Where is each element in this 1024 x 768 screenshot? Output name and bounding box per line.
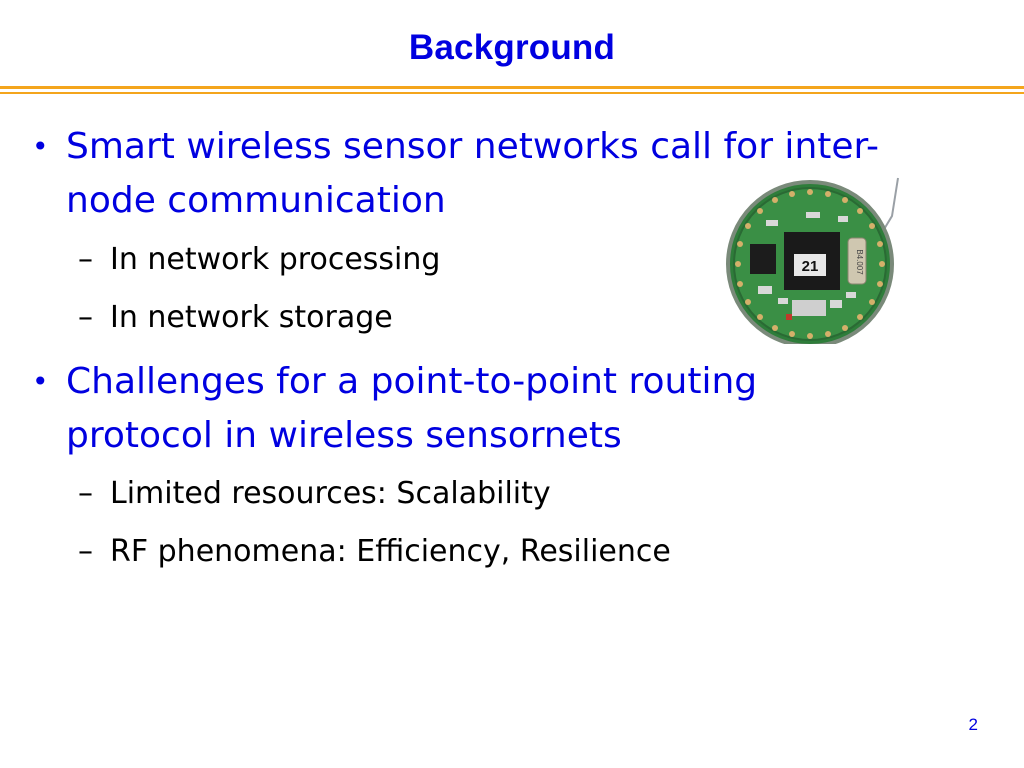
sub-bullet-marker: – <box>78 534 93 569</box>
crystal-label: B4.007 <box>855 249 864 275</box>
sub-item-rf-phenomena: RF phenomena: Efficiency, Resilience <box>110 534 671 569</box>
chip-label: 21 <box>802 258 819 275</box>
sub-item-in-network-storage: In network storage <box>110 300 393 335</box>
title-divider-top <box>0 86 1024 89</box>
page-number: 2 <box>968 715 978 734</box>
sensor-mote-photo: 21 B4.007 <box>726 177 899 344</box>
bullet-2-line-2: protocol in wireless sensornets <box>66 415 622 456</box>
bullet-marker: • <box>32 130 49 163</box>
sub-item-in-network-processing: In network processing <box>110 242 441 277</box>
bullet-2-line-1: Challenges for a point-to-point routing <box>66 361 758 402</box>
bullet-1-line-2: node communication <box>66 180 446 221</box>
sub-bullet-marker: – <box>78 242 93 277</box>
bullet-marker: • <box>32 365 49 398</box>
slide-title: Background <box>408 28 616 67</box>
title-divider-bottom <box>0 92 1024 94</box>
sub-bullet-marker: – <box>78 300 93 335</box>
bullet-1-line-1: Smart wireless sensor networks call for … <box>66 126 880 167</box>
sub-item-limited-resources: Limited resources: Scalability <box>110 476 551 511</box>
sub-bullet-marker: – <box>78 476 93 511</box>
